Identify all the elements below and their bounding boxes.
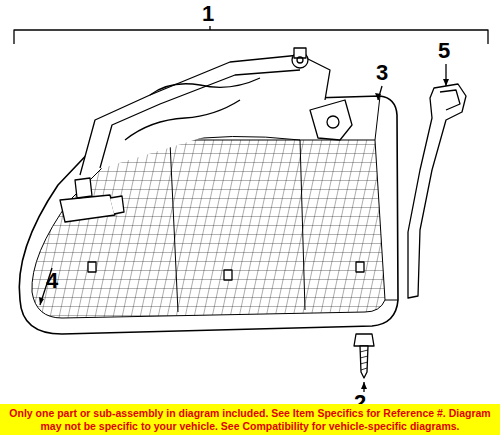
callout-number: 5: [438, 40, 450, 62]
screw: [354, 334, 374, 378]
callout-number: 3: [376, 62, 388, 84]
callout-number: 4: [46, 270, 58, 292]
notice-text: Only one part or sub-assembly in diagram…: [4, 407, 496, 432]
lamp-gasket: [408, 84, 466, 298]
callout-number: 1: [202, 3, 214, 25]
assembly-bracket: [14, 30, 488, 44]
notice-band: Only one part or sub-assembly in diagram…: [0, 404, 500, 435]
